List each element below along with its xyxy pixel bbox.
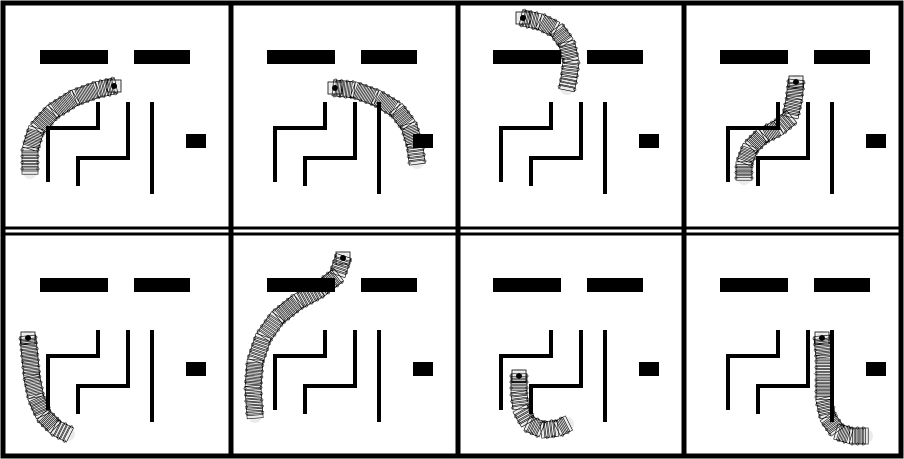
top-right-bar (814, 278, 870, 292)
panel-6 (236, 237, 454, 447)
small-block (186, 134, 206, 148)
small-block (413, 362, 433, 376)
snake-head-icon (516, 373, 522, 379)
top-left-bar (267, 50, 335, 64)
small-block (866, 134, 886, 148)
panel-background (462, 237, 680, 447)
top-left-bar (493, 50, 561, 64)
small-block (639, 362, 659, 376)
top-left-bar (720, 278, 788, 292)
top-right-bar (814, 50, 870, 64)
top-right-bar (134, 278, 190, 292)
snake-head-icon (520, 15, 526, 21)
small-block (866, 362, 886, 376)
top-right-bar (587, 50, 643, 64)
top-right-bar (361, 278, 417, 292)
panel-5 (9, 237, 227, 447)
snake-head-icon (111, 83, 117, 89)
top-left-bar (40, 278, 108, 292)
small-block (186, 362, 206, 376)
top-left-bar (40, 50, 108, 64)
panel-4 (689, 9, 904, 219)
top-right-bar (361, 50, 417, 64)
top-left-bar (720, 50, 788, 64)
panel-background (236, 9, 454, 219)
top-right-bar (134, 50, 190, 64)
snake-head-icon (340, 255, 346, 261)
panel-2 (236, 9, 454, 219)
top-left-bar (493, 278, 561, 292)
panel-8 (689, 237, 904, 447)
panel-7 (462, 237, 680, 447)
snake-head-icon (332, 85, 338, 91)
snake-head-icon (819, 335, 825, 341)
panel-3 (462, 9, 680, 219)
panel-background (689, 237, 904, 447)
snake-head-icon (25, 335, 31, 341)
panel-1 (9, 9, 227, 219)
top-right-bar (587, 278, 643, 292)
snake-head-icon (793, 79, 799, 85)
small-block (639, 134, 659, 148)
